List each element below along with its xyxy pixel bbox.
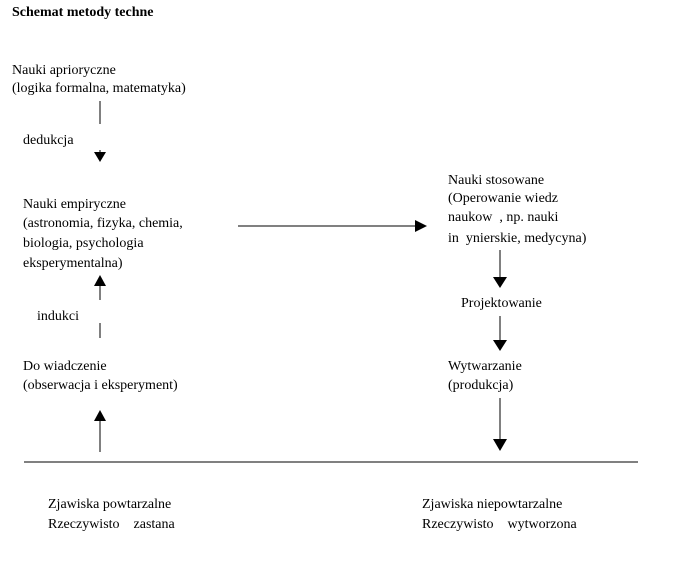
arrowhead-up-indukcja — [94, 275, 106, 286]
node-empiryczne-desc-1: (astronomia, fizyka, chemia, — [23, 216, 183, 231]
node-doswiadczenie-name: Do wiadczenie — [23, 359, 107, 374]
node-empiryczne-desc-2: biologia, psychologia — [23, 236, 144, 251]
edge-label-projektowanie: Projektowanie — [461, 296, 542, 311]
bottom-right-line-1: Zjawiska niepowtarzalne — [422, 497, 563, 512]
arrowhead-down-dedukcja — [94, 152, 106, 162]
arrowhead-down-projektowanie — [493, 277, 507, 288]
node-stosowane-desc-2: naukow , np. nauki — [448, 210, 559, 225]
node-empiryczne-name: Nauki empiryczne — [23, 197, 127, 212]
node-stosowane-desc-1: (Operowanie wiedz — [448, 191, 559, 206]
edge-label-dedukcja: dedukcja — [23, 133, 74, 148]
node-doswiadczenie-desc: (obserwacja i eksperyment) — [23, 378, 178, 393]
node-wytwarzanie-desc: (produkcja) — [448, 378, 514, 393]
arrowhead-right-stosowane — [415, 220, 427, 232]
node-aprioryczne-desc: (logika formalna, matematyka) — [12, 81, 186, 96]
node-stosowane-desc-3: in ynierskie, medycyna) — [448, 231, 587, 246]
edge-label-indukcja: indukci — [37, 309, 79, 324]
node-empiryczne-desc-3: eksperymentalna) — [23, 256, 123, 271]
diagram-title: Schemat metody techne — [12, 5, 154, 20]
bottom-right-line-2: Rzeczywisto wytworzona — [422, 517, 577, 532]
node-wytwarzanie-name: Wytwarzanie — [448, 359, 522, 374]
node-stosowane-name: Nauki stosowane — [448, 173, 545, 188]
node-aprioryczne-name: Nauki aprioryczne — [12, 63, 116, 78]
arrowhead-down-ground — [493, 439, 507, 451]
arrowhead-down-wytwarzanie — [493, 340, 507, 351]
bottom-left-line-2: Rzeczywisto zastana — [48, 517, 175, 532]
arrowhead-up-doswiadczenie — [94, 410, 106, 421]
bottom-left-line-1: Zjawiska powtarzalne — [48, 497, 172, 512]
